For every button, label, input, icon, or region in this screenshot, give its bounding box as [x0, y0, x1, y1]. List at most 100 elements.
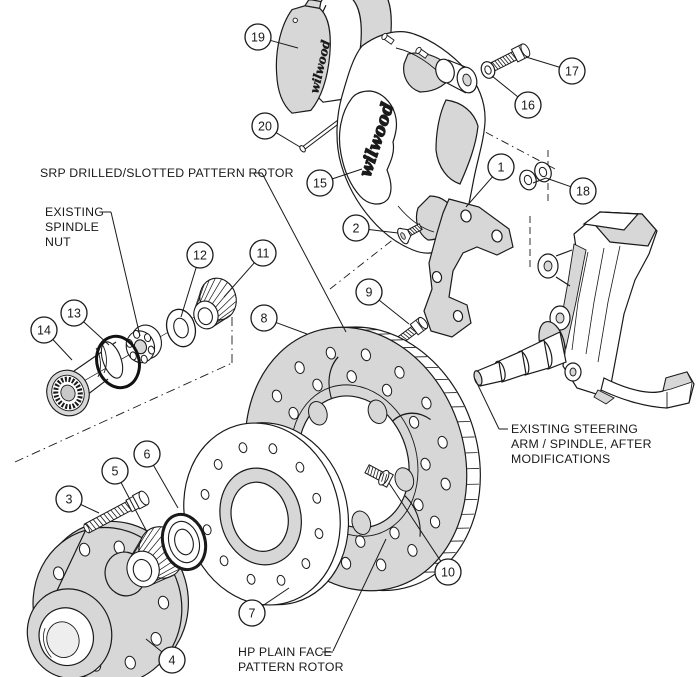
callout-circle: [487, 153, 515, 181]
hat-bolt-holes: [200, 442, 324, 586]
callout-4: 4: [145, 638, 186, 674]
leader-line: [525, 56, 560, 68]
callout-number: 6: [144, 447, 151, 461]
axis-dash-line: [14, 362, 233, 463]
callout-number: 7: [249, 606, 256, 620]
caliper-bracket: [423, 198, 514, 338]
caliper-logo-plate: [338, 90, 398, 205]
callout-circle: [158, 646, 186, 674]
callout-14: 14: [30, 316, 73, 361]
callout-number: 9: [366, 285, 373, 299]
knuckle-top-facet: [582, 211, 640, 231]
callout-circle: [133, 440, 161, 468]
axis-dash-line: [329, 230, 405, 290]
callout-2: 2: [342, 214, 399, 242]
leader-line: [223, 262, 255, 298]
callout-number: 13: [67, 306, 81, 320]
knuckle-mid-ear: [549, 305, 571, 331]
leader-line: [491, 75, 519, 98]
leader-line: [153, 465, 179, 509]
svg-text:HP PLAIN FACE: HP PLAIN FACE: [238, 645, 332, 659]
brake-pads: wilwood: [275, 0, 392, 114]
leader-line: [378, 299, 410, 325]
spindle-nut: [125, 324, 163, 364]
caliper-mount-bolt: [490, 43, 531, 72]
caliper-bolt-washer: [480, 61, 496, 79]
callout-circle: [342, 214, 370, 242]
steering-knuckle: [473, 211, 695, 409]
callout-20: 20: [251, 112, 301, 148]
washer: [519, 169, 537, 191]
callout-number: 8: [261, 311, 268, 325]
callout-number: 16: [521, 98, 535, 112]
knuckle-wedge: [593, 389, 615, 405]
callout-circle: [434, 558, 462, 586]
callout-16: 16: [491, 75, 542, 119]
callout-number: 14: [37, 323, 51, 337]
svg-text:MODIFICATIONS: MODIFICATIONS: [511, 452, 610, 466]
labels: SRP DRILLED/SLOTTED PATTERN ROTOR EXISTI…: [40, 166, 652, 674]
svg-text:EXISTING STEERING: EXISTING STEERING: [511, 422, 638, 436]
callout-circle: [60, 299, 88, 327]
callout-12: 12: [180, 241, 214, 318]
callout-number: 20: [258, 119, 272, 133]
callout-circle: [101, 457, 129, 485]
steering-arm-top: [662, 371, 693, 392]
knuckle-upper-ear: [537, 249, 573, 287]
label-steering-arm: EXISTING STEERING ARM / SPINDLE, AFTER M…: [511, 422, 652, 466]
bleed-screw: [415, 46, 429, 59]
leader-line: [262, 587, 290, 607]
callout-9: 9: [355, 278, 410, 325]
spindle-shaft: [473, 320, 567, 387]
svg-text:ARM / SPINDLE, AFTER: ARM / SPINDLE, AFTER: [511, 437, 652, 451]
brake-caliper: wilwood: [336, 31, 486, 254]
callout-circle: [186, 241, 214, 269]
callout-number: 3: [66, 492, 73, 506]
callout-circle: [355, 278, 383, 306]
leader-line: [83, 321, 110, 346]
bleed-screw: [381, 32, 395, 45]
callout-10: 10: [388, 482, 462, 586]
callout-7: 7: [238, 587, 290, 627]
leader-line: [145, 638, 163, 653]
leader-line: [276, 322, 308, 335]
callout-circle: [306, 169, 334, 197]
thrust-washer: [165, 308, 197, 348]
callout-number: 10: [441, 565, 455, 579]
leader-line: [275, 132, 301, 148]
washer: [534, 161, 552, 183]
grease-seal: [160, 512, 208, 572]
leader-line: [388, 482, 442, 562]
rotor-hat: [183, 422, 350, 606]
callout-number: 5: [112, 464, 119, 478]
callout-number: 18: [576, 184, 590, 198]
callout-18: 18: [532, 177, 597, 205]
label-spindle-nut: EXISTING SPINDLE NUT: [45, 205, 104, 249]
callout-circle: [244, 23, 272, 51]
label-hp-rotor: HP PLAIN FACE PATTERN ROTOR: [238, 645, 344, 674]
bracket-washers: [519, 161, 552, 191]
outer-bearing: [193, 277, 237, 330]
callout-circle: [238, 599, 266, 627]
dust-cap: [46, 341, 124, 417]
brake-pad-front: [275, 0, 331, 114]
caliper-contour: [397, 205, 435, 233]
callout-3: 3: [55, 485, 100, 514]
svg-text:NUT: NUT: [45, 235, 71, 249]
caliper-crossover-boss: [435, 58, 478, 94]
callout-number: 19: [251, 30, 265, 44]
rotor-wheel-stud: [364, 464, 394, 488]
hub-wheel-stud: [83, 490, 150, 534]
callout-circle: [30, 316, 58, 344]
leader-line: [52, 339, 73, 361]
svg-text:SPINDLE: SPINDLE: [45, 220, 99, 234]
callout-number: 11: [257, 246, 270, 260]
callout-circle: [569, 177, 597, 205]
callout-19: 19: [244, 23, 299, 51]
callout-circle: [249, 239, 277, 267]
svg-text:PATTERN ROTOR: PATTERN ROTOR: [238, 660, 344, 674]
callout-17: 17: [525, 56, 586, 85]
callout-15: 15: [306, 168, 363, 197]
